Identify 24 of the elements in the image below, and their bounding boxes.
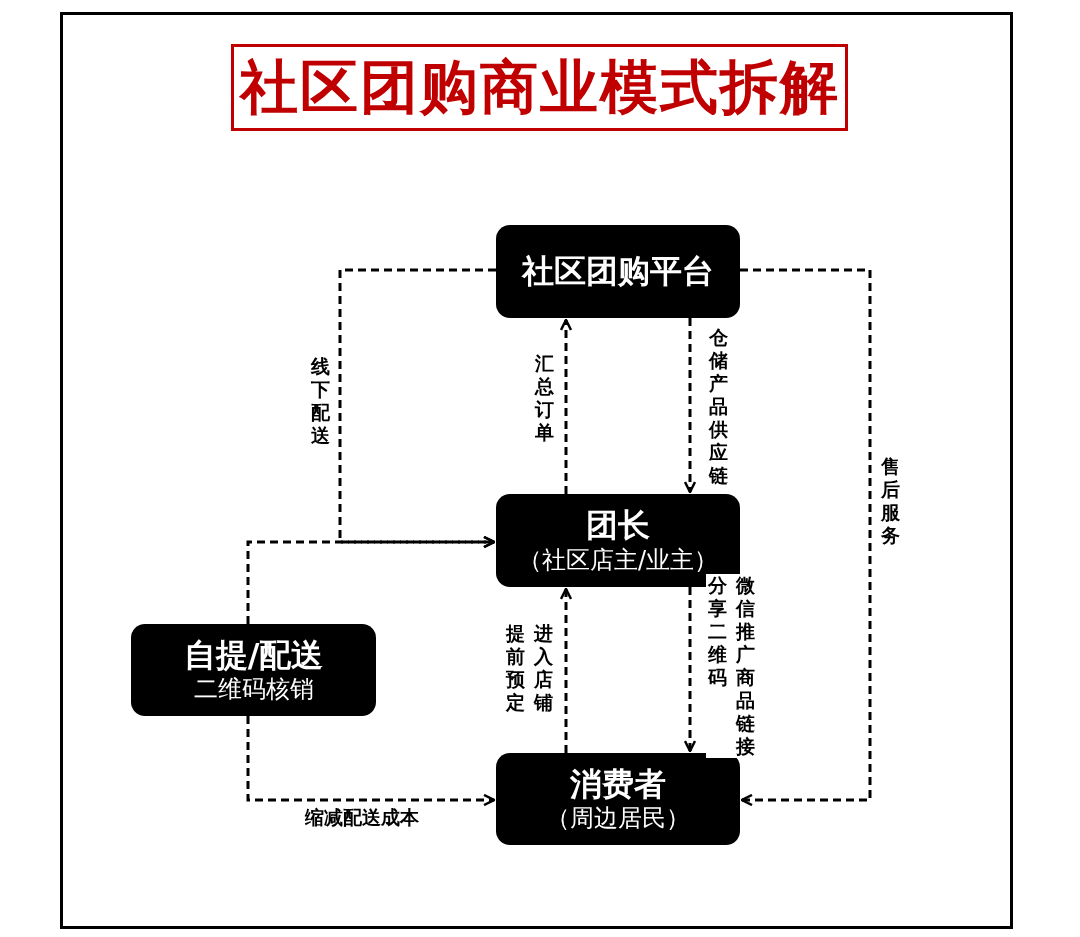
- dashed-arrow: [246, 535, 496, 624]
- box-subtitle: 二维码核销: [193, 674, 314, 705]
- dashed-arrow: [559, 587, 573, 753]
- dashed-arrow: [246, 716, 496, 807]
- dashed-arrow: [683, 318, 697, 494]
- box-title: 社区团购平台: [522, 252, 714, 291]
- box-title: 团长: [586, 506, 650, 545]
- process-box: [131, 624, 376, 716]
- box-subtitle: （社区店主/业主）: [517, 544, 719, 575]
- edge-label: 售后服务: [880, 455, 901, 547]
- edge-label: 汇总订单: [534, 352, 555, 444]
- process-box: [496, 225, 740, 318]
- edge-label: 线下配送: [310, 355, 331, 447]
- title-banner: 社区团购商业模式拆解: [231, 44, 848, 131]
- dashed-arrow: [740, 268, 872, 807]
- edge-label: 微信推广商品链接分享二维码: [706, 574, 756, 758]
- dashed-arrow: [683, 587, 697, 753]
- edge-label: 仓储产品供应链: [708, 326, 729, 487]
- edge-label: 进入店铺提前预定: [504, 622, 554, 714]
- box-title: 消费者: [570, 764, 666, 804]
- edge-label: 缩减配送成本: [305, 806, 419, 829]
- box-title: 自提/配送: [183, 635, 324, 675]
- box-subtitle: （周边居民）: [546, 803, 690, 834]
- dashed-arrow: [559, 318, 573, 494]
